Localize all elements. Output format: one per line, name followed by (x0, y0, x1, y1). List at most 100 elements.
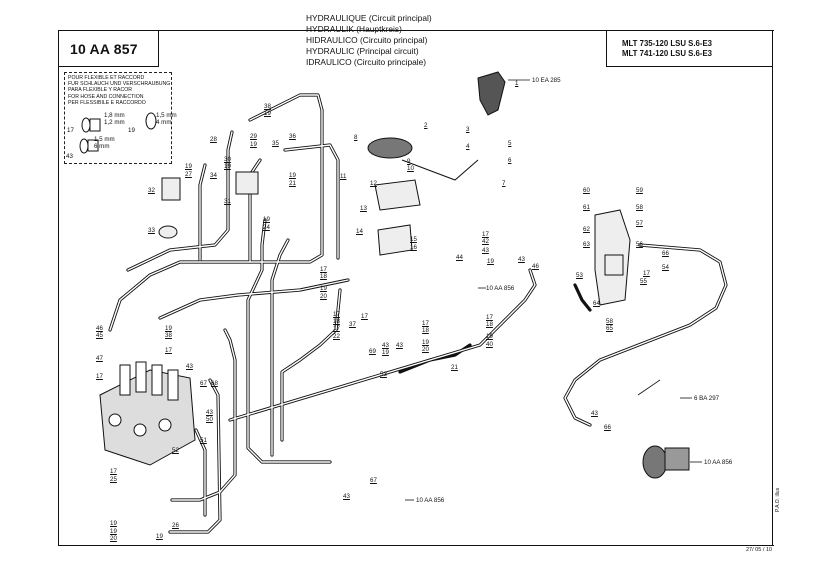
callout-number: 69 (369, 348, 376, 355)
callout-number: 43 (396, 342, 403, 349)
callout-number: 17 (422, 320, 429, 327)
frame-bottom-border (58, 545, 774, 546)
callout-number: 3 (466, 126, 470, 133)
callout-number: 14 (356, 228, 363, 235)
hose-highlight (281, 289, 341, 441)
hose-highlight (169, 379, 221, 533)
callout-number: 53 (380, 371, 387, 378)
callout-number: 4 (466, 143, 470, 150)
legend-callout: 17 (67, 127, 74, 134)
control-valve-block (99, 361, 196, 466)
page-titles: HYDRAULIQUE (Circuit principal) HYDRAULI… (306, 13, 432, 68)
callout-number: 18 (333, 318, 340, 325)
legend-line: FUR SCHLAUCH UND VERSCHRAUBUNG (68, 81, 171, 88)
solenoid-valve (235, 171, 259, 195)
callout-number: 18 (320, 273, 327, 280)
legend-dim: 1,5 mm (94, 136, 115, 143)
callout-number: 57 (636, 220, 643, 227)
callout-number: 53 (576, 272, 583, 279)
callout-number: 47 (96, 355, 103, 362)
callout-number: 43 (482, 247, 489, 254)
callout-number: 58 (606, 318, 613, 325)
ref-code-box (58, 30, 159, 67)
callout-number: 61 (583, 204, 590, 211)
frame-top-border (58, 30, 774, 31)
mount-bracket (374, 179, 421, 211)
callout-number: 19 (320, 285, 327, 292)
callout-number: 17 (486, 314, 493, 321)
callout-number: 19 (486, 333, 493, 340)
callout-number: 68 (211, 380, 218, 387)
legend-dim: 1,5 mm (156, 112, 177, 119)
legend-line: PER FLESSIBILE E RACCORDO (68, 99, 146, 106)
machine-models: MLT 735-120 LSU S.6-E3 MLT 741-120 LSU S… (622, 39, 712, 59)
callout-number: 66 (662, 250, 669, 257)
callout-number: 60 (583, 187, 590, 194)
hose-highlight (564, 244, 727, 426)
title-fr: HYDRAULIQUE (Circuit principal) (306, 13, 432, 23)
fitting-icon (145, 112, 157, 130)
solenoid-assembly (158, 171, 259, 239)
legend-line: PARA FLEXIBLE Y RACOR (68, 87, 133, 94)
legend-line: POUR FLEXIBLE ET RACCORD (68, 75, 145, 81)
callout-number: 50 (206, 416, 213, 423)
callout-number: 22 (333, 333, 340, 340)
callout-number: 8 (354, 134, 358, 141)
callout-number: 46 (532, 263, 539, 270)
callout-number: 35 (272, 140, 279, 147)
callout-number: 17 (333, 311, 340, 318)
valve-port (133, 423, 147, 437)
solenoid-coil (161, 177, 181, 201)
accumulator (642, 445, 690, 479)
callout-number: 9 (407, 158, 411, 165)
callout-number: 13 (360, 205, 367, 212)
valve-spool (135, 361, 147, 393)
callout-number: 5 (508, 140, 512, 147)
callout-number: 43 (343, 493, 350, 500)
fitting-icon (81, 117, 91, 133)
hose-highlight (171, 329, 236, 501)
callout-number: 58 (636, 204, 643, 211)
callout-number: 17 (96, 373, 103, 380)
callout-number: 6 (508, 157, 512, 164)
callout-number: 17 (320, 266, 327, 273)
callout-number: 2 (424, 122, 428, 129)
model-2: MLT 741-120 LSU S.6-E3 (622, 49, 712, 58)
callout-number: 19 (289, 172, 296, 179)
callout-number: 43 (206, 409, 213, 416)
callout-number: 29 (250, 133, 257, 140)
joystick-handle (477, 71, 506, 116)
title-de: HYDRAULIK (Hauptkreis) (306, 24, 402, 34)
callout-number: 42 (482, 238, 489, 245)
callout-number: 51 (200, 437, 207, 444)
callout-number: 15 (410, 236, 417, 243)
callout-number: 43 (591, 410, 598, 417)
callout-number: 21 (451, 364, 458, 371)
callout-number: 28 (210, 136, 217, 143)
callout-number: 19 (224, 163, 231, 170)
legend-dim: 6 mm (94, 143, 110, 150)
ref-10-aa-856: 10 AA 856 (704, 459, 733, 466)
callout-number: 19 (422, 339, 429, 346)
callout-number: 52 (172, 447, 179, 454)
pilot-valve (377, 224, 413, 256)
fitting-icon (79, 138, 89, 154)
valve-port (108, 413, 122, 427)
valve-spool (119, 364, 131, 396)
ref-6-ba-297: 6 BA 297 (694, 395, 720, 402)
callout-number: 16 (410, 244, 417, 251)
hose-line-highlight (109, 94, 727, 533)
callout-number: 34 (210, 172, 217, 179)
callout-number: 36 (289, 133, 296, 140)
callout-number: 32 (148, 187, 155, 194)
hose-highlight (127, 131, 233, 271)
bracket-plate (401, 159, 479, 181)
ref-10-aa-856: 10 AA 856 (416, 497, 445, 504)
hose-highlight (159, 279, 349, 319)
hose-line (573, 283, 592, 312)
accumulator-sphere (642, 445, 668, 479)
model-1: MLT 735-120 LSU S.6-E3 (622, 39, 712, 48)
block-valve (604, 254, 624, 276)
page-reference-code: 10 AA 857 (70, 41, 138, 57)
